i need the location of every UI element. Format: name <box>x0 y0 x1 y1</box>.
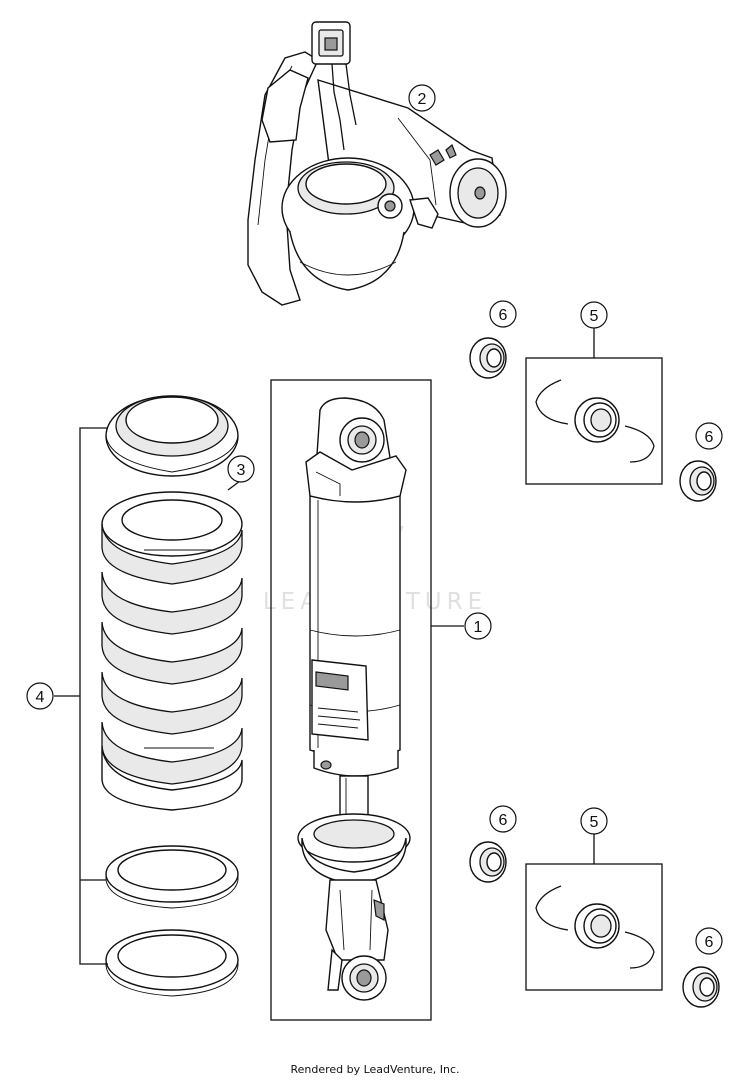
part-2-reservoir-head <box>247 21 507 306</box>
callout-6-upper-left: 6 <box>489 300 517 328</box>
part-1-shock-absorber <box>270 379 432 1021</box>
callout-5-lower-label: 5 <box>590 814 599 831</box>
part-4-lower-shims <box>105 845 239 997</box>
callout-6-lower-left: 6 <box>489 805 517 833</box>
part-6-seal-upper-left <box>469 337 507 379</box>
callout-4-bracket <box>54 427 108 965</box>
callout-4-label: 4 <box>36 689 45 706</box>
callout-6-lower-right: 6 <box>695 927 723 955</box>
callout-1: 1 <box>464 612 492 640</box>
callout-2-label: 2 <box>418 91 427 108</box>
part-5-bearing-kit-lower <box>525 863 663 991</box>
callout-3: 3 <box>227 455 255 483</box>
callout-5-upper-label: 5 <box>590 308 599 325</box>
callout-6-upper-right: 6 <box>695 422 723 450</box>
callout-5-lower: 5 <box>580 807 608 835</box>
part-5-bearing-kit-upper <box>525 357 663 485</box>
callout-1-label: 1 <box>474 619 483 636</box>
part-6-seal-lower-right <box>682 966 720 1008</box>
callout-6-lower-right-label: 6 <box>705 934 714 951</box>
callout-3-label: 3 <box>237 462 246 479</box>
callout-5-upper: 5 <box>580 301 608 329</box>
part-1-box <box>270 379 432 1021</box>
callout-6-upper-right-label: 6 <box>705 429 714 446</box>
part-3-coil-spring <box>101 491 243 811</box>
callout-2: 2 <box>408 84 436 112</box>
part-4-spring-seat-upper <box>105 395 239 477</box>
callout-6-lower-left-label: 6 <box>499 812 508 829</box>
part-6-seal-upper-right <box>679 460 717 502</box>
part-6-seal-lower-left <box>469 841 507 883</box>
footer-credit: Rendered by LeadVenture, Inc. <box>290 1063 459 1076</box>
callout-6-upper-left-label: 6 <box>499 307 508 324</box>
callout-4: 4 <box>26 682 54 710</box>
